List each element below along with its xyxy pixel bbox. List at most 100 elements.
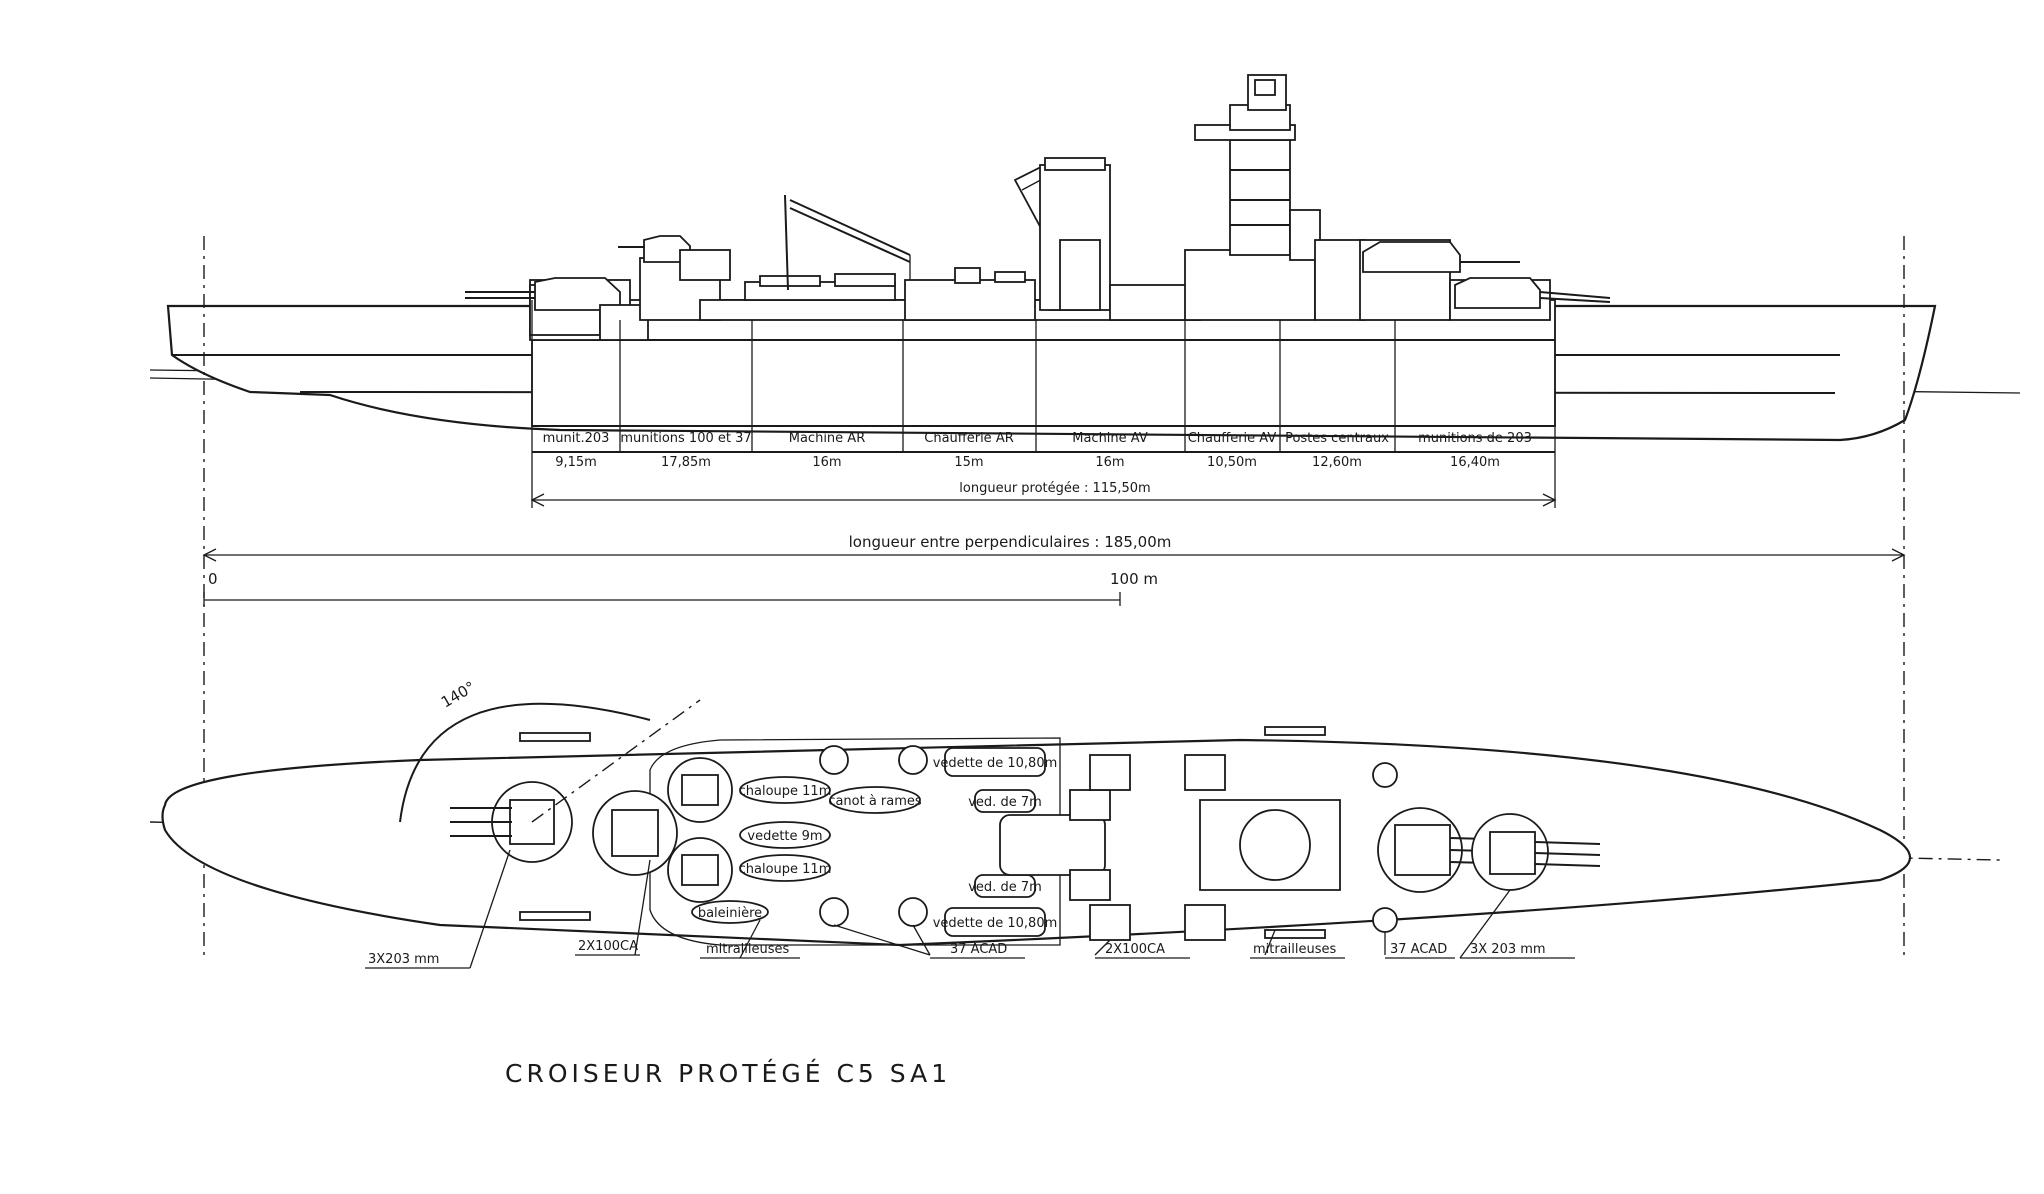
compartment-length: 9,15m bbox=[555, 455, 597, 470]
fwd-a-barrel-plan bbox=[1534, 863, 1601, 867]
boat-label: vedette 9m bbox=[747, 829, 822, 844]
plan-view: 140° chaloupe 11m vedette 9m chaloupe 11… bbox=[149, 678, 2001, 947]
firing-arc bbox=[399, 702, 651, 823]
boat-label: baleinière bbox=[698, 906, 762, 921]
compartment-name: Postes centraux bbox=[1285, 431, 1389, 446]
37mm-mount bbox=[898, 745, 928, 775]
37mm-mount bbox=[1372, 762, 1398, 788]
lpp-label: longueur entre perpendiculaires : 185,00… bbox=[849, 533, 1172, 551]
100mm-mount-house bbox=[681, 854, 719, 886]
funnel-plan bbox=[999, 814, 1106, 876]
callout-label: 37 ACAD bbox=[950, 942, 1007, 957]
callout-label: 3X203 mm bbox=[368, 952, 439, 967]
fwd-a-barrel-plan bbox=[1534, 852, 1601, 856]
control-tower bbox=[1229, 139, 1291, 256]
tower-plan bbox=[1239, 809, 1311, 881]
mast-base bbox=[1059, 239, 1101, 311]
boat-label: ved. de 7m bbox=[968, 795, 1042, 810]
callout-label: mitrailleuses bbox=[1253, 942, 1337, 957]
deckhouse-plan bbox=[1069, 789, 1111, 821]
compartment-lengths: 9,15m 17,85m 16m 15m 16m 10,50m 12,60m 1… bbox=[555, 455, 1500, 470]
compartment-length: 16m bbox=[812, 455, 841, 470]
compartment-dividers bbox=[531, 300, 1556, 452]
aft-turret-203 bbox=[534, 277, 621, 311]
boat bbox=[944, 907, 1046, 937]
compartment-name: Chaufferie AV bbox=[1188, 431, 1277, 446]
scale-end-label: 100 m bbox=[1110, 570, 1158, 588]
aft-superfiring-house bbox=[611, 809, 659, 857]
scale-start-label: 0 bbox=[208, 570, 218, 588]
vent-cowl bbox=[954, 267, 981, 284]
lpp-dimension: longueur entre perpendiculaires : 185,00… bbox=[202, 533, 1906, 562]
boat bbox=[829, 786, 921, 814]
deckhouse-plan bbox=[1069, 869, 1111, 901]
boat-boom bbox=[1264, 726, 1326, 736]
boat-profile bbox=[834, 273, 896, 287]
boat-label: canot à rames bbox=[828, 794, 922, 809]
mast-platform bbox=[1044, 157, 1106, 171]
boat-label: ved. de 7m bbox=[968, 880, 1042, 895]
compartment-name: Chaufferie AR bbox=[924, 431, 1014, 446]
bridge-side bbox=[1289, 209, 1321, 261]
compartment-name: Machine AV bbox=[1072, 431, 1148, 446]
compartment-length: 16,40m bbox=[1450, 455, 1500, 470]
37mm-mount bbox=[819, 745, 849, 775]
scale-bar: 0 100 m bbox=[203, 570, 1158, 606]
boat bbox=[739, 776, 831, 804]
boat bbox=[974, 874, 1036, 898]
boat-boom bbox=[519, 911, 591, 921]
callout-label: 3X 203 mm bbox=[1470, 942, 1546, 957]
compartment-name: munitions de 203 bbox=[1418, 431, 1532, 446]
compartment-length: 16m bbox=[1095, 455, 1124, 470]
37mm-mount bbox=[898, 897, 928, 927]
boat bbox=[944, 747, 1046, 777]
100mm-fwd-mount bbox=[1184, 754, 1226, 791]
fwd-a-barrel bbox=[1539, 291, 1611, 299]
compartment-length: 17,85m bbox=[661, 455, 711, 470]
protected-length-label: longueur protégée : 115,50m bbox=[959, 481, 1150, 496]
boat bbox=[691, 900, 769, 924]
compartment-length: 12,60m bbox=[1312, 455, 1362, 470]
100mm-fwd-mount bbox=[1089, 904, 1131, 941]
arc-limit-line bbox=[531, 699, 701, 823]
boat-label: vedette de 10,80m bbox=[933, 916, 1058, 931]
fwd-tower-base bbox=[1314, 239, 1366, 321]
boat-label: chaloupe 11m bbox=[739, 784, 832, 799]
boat bbox=[739, 821, 831, 849]
boat-profile bbox=[759, 275, 821, 287]
compartment-labels: munit.203 munitions 100 et 37 Machine AR… bbox=[543, 431, 1532, 446]
boat-boom bbox=[1264, 929, 1326, 939]
boats: chaloupe 11m vedette 9m chaloupe 11m bal… bbox=[691, 747, 1058, 937]
crane-jib bbox=[789, 207, 911, 263]
fwd-turret-a bbox=[1454, 277, 1541, 309]
aft-upper-turret bbox=[643, 235, 691, 263]
fwd-turret-a-house bbox=[1489, 831, 1536, 875]
bridge-base bbox=[1184, 249, 1316, 321]
100mm-fwd-mount bbox=[1184, 904, 1226, 941]
crane-jib bbox=[789, 199, 911, 256]
crane-post bbox=[784, 194, 789, 291]
boat-boom bbox=[519, 732, 591, 742]
vent-cowl bbox=[994, 271, 1026, 283]
compartment-length: 15m bbox=[954, 455, 983, 470]
boat bbox=[739, 854, 831, 882]
fwd-a-barrel bbox=[1539, 297, 1611, 303]
protected-length-dimension: longueur protégée : 115,50m bbox=[530, 452, 1557, 508]
callouts: 3X203 mm 2X100CA mitrailleuses 37 ACAD 2… bbox=[365, 849, 1575, 969]
plan-deck-outline bbox=[649, 737, 1061, 946]
firing-arc-label: 140° bbox=[438, 678, 478, 712]
centre-deckhouse bbox=[904, 279, 1036, 321]
callout-label: 37 ACAD bbox=[1390, 942, 1447, 957]
boat-label: vedette de 10,80m bbox=[933, 756, 1058, 771]
callout-label: mitrailleuses bbox=[706, 942, 790, 957]
fwd-turret-b bbox=[1362, 241, 1461, 273]
callout-label: 2X100CA bbox=[1105, 942, 1165, 957]
compartment-name: Machine AR bbox=[789, 431, 865, 446]
director-top bbox=[1254, 79, 1276, 96]
37mm-mount bbox=[819, 897, 849, 927]
compartment-name: munitions 100 et 37 bbox=[620, 431, 751, 446]
37mm-mount bbox=[1372, 907, 1398, 933]
fwd-superfiring-house bbox=[1394, 824, 1451, 876]
fwd-a-barrel-plan bbox=[1534, 841, 1601, 845]
